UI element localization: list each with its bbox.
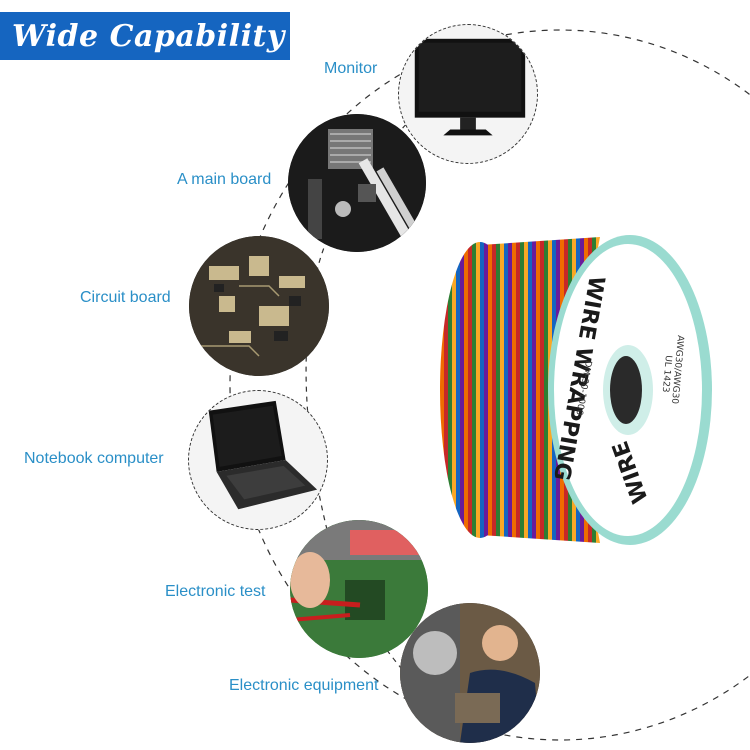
motherboard-icon	[288, 114, 426, 252]
label-main-board: A main board	[177, 171, 272, 188]
title-banner: Wide Capability	[0, 12, 290, 60]
label-electronic-equipment: Electronic equipment	[229, 677, 379, 694]
wire-spool-icon: WIRE WRAPPING WIRE DM-30-1000 AWG30/AWG3…	[440, 235, 712, 545]
spool-spec-2: UL 1423	[660, 355, 673, 393]
technician-icon	[400, 603, 540, 743]
page-title: Wide Capability	[12, 18, 285, 54]
monitor-icon	[398, 24, 538, 164]
label-monitor: Monitor	[324, 60, 378, 77]
label-circuit-board: Circuit board	[80, 289, 171, 306]
label-electronic-test: Electronic test	[165, 583, 266, 600]
laptop-icon	[188, 390, 328, 530]
test-probe-icon	[290, 520, 428, 658]
label-notebook-computer: Notebook computer	[24, 450, 164, 467]
circuit-board-icon	[189, 236, 329, 376]
